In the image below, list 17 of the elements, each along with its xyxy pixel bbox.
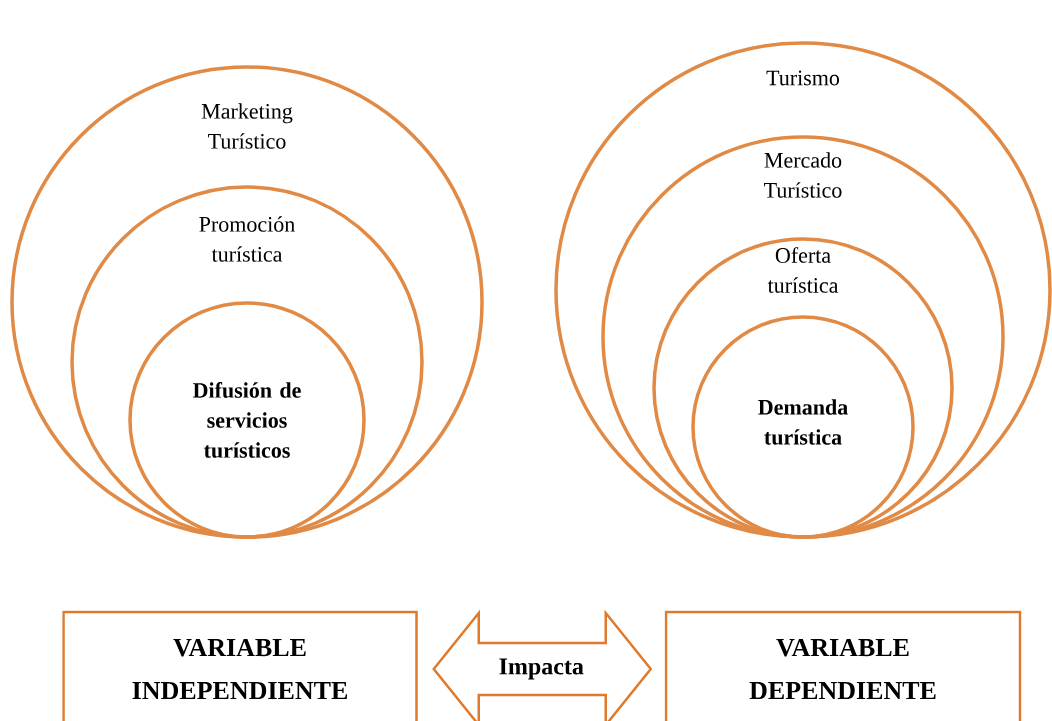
variable-box: VARIABLE DEPENDIENTE	[664, 610, 1022, 721]
circle-label: Turismo	[766, 70, 840, 86]
circle-label: Demanda turística	[758, 399, 848, 445]
circle-label: Mercado Turístico	[764, 152, 842, 198]
circle	[652, 237, 954, 539]
circle-label: Marketing Turístico	[201, 103, 293, 149]
circle-label: Difusión de servicios turísticos	[193, 382, 301, 458]
variable-box: VARIABLE INDEPENDIENTE	[62, 610, 418, 721]
circle	[691, 315, 915, 539]
edge-label: Impacta	[499, 658, 584, 680]
circle	[601, 135, 1005, 539]
circle-label: Oferta turística	[767, 247, 839, 293]
circle	[10, 65, 484, 539]
circle	[128, 301, 366, 539]
circle	[70, 185, 424, 539]
circle	[554, 41, 1052, 539]
circle-label: Promoción turística	[199, 216, 295, 262]
